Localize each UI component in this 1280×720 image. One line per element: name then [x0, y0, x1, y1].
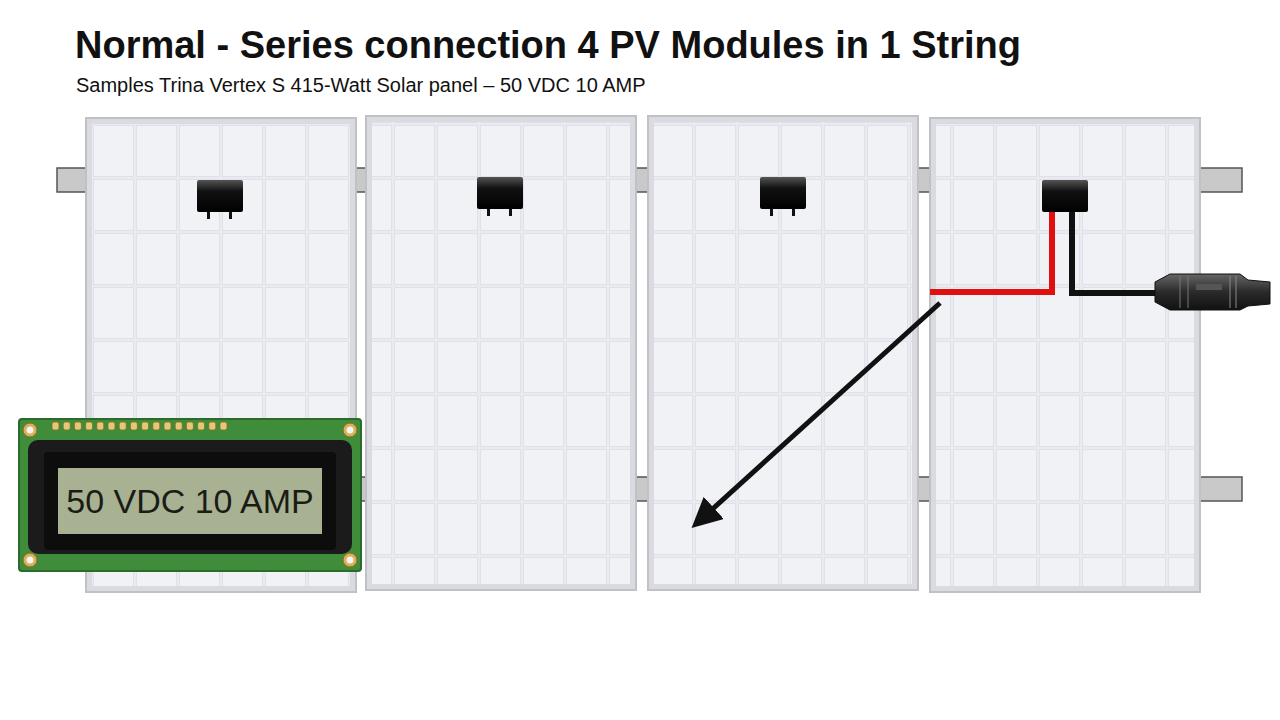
display-reading: 50 VDC 10 AMP — [66, 482, 314, 521]
pointer-arrow — [696, 303, 940, 524]
mc4-connector — [1155, 274, 1270, 310]
diagram-title: Normal - Series connection 4 PV Modules … — [75, 24, 1021, 67]
lcd-display: 50 VDC 10 AMP — [18, 418, 362, 572]
positive-wire — [930, 212, 1052, 292]
negative-wire — [1072, 212, 1160, 293]
junction-box — [197, 177, 1088, 219]
subtitle-note: Samples Trina Vertex S 415-Watt Solar pa… — [76, 74, 646, 97]
